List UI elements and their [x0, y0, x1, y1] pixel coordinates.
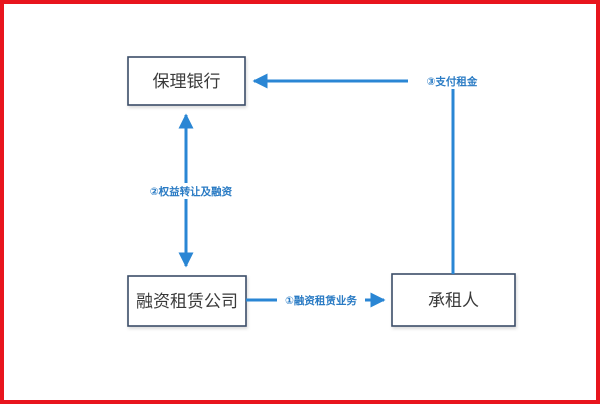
node-leasing-company: 融资租赁公司: [127, 275, 247, 327]
edge-rights-transfer: ②权益转让及融资: [136, 113, 246, 268]
leasing-business-label: ①融资租赁业务: [285, 294, 357, 307]
pay-rent-arrow: [252, 73, 455, 274]
node-lessee-label: 承租人: [428, 291, 479, 311]
node-factoring-bank-label: 保理银行: [153, 72, 221, 92]
node-factoring-bank: 保理银行: [127, 56, 246, 106]
rights-transfer-label: ②权益转让及融资: [150, 185, 233, 198]
edge-leasing-business: ①融资租赁业务: [246, 292, 386, 308]
pay-rent-label: ③支付租金: [427, 75, 478, 88]
edge-pay-rent: ③支付租金: [252, 73, 498, 274]
node-leasing-company-label: 融资租赁公司: [136, 292, 238, 312]
node-lessee: 承租人: [391, 273, 516, 327]
